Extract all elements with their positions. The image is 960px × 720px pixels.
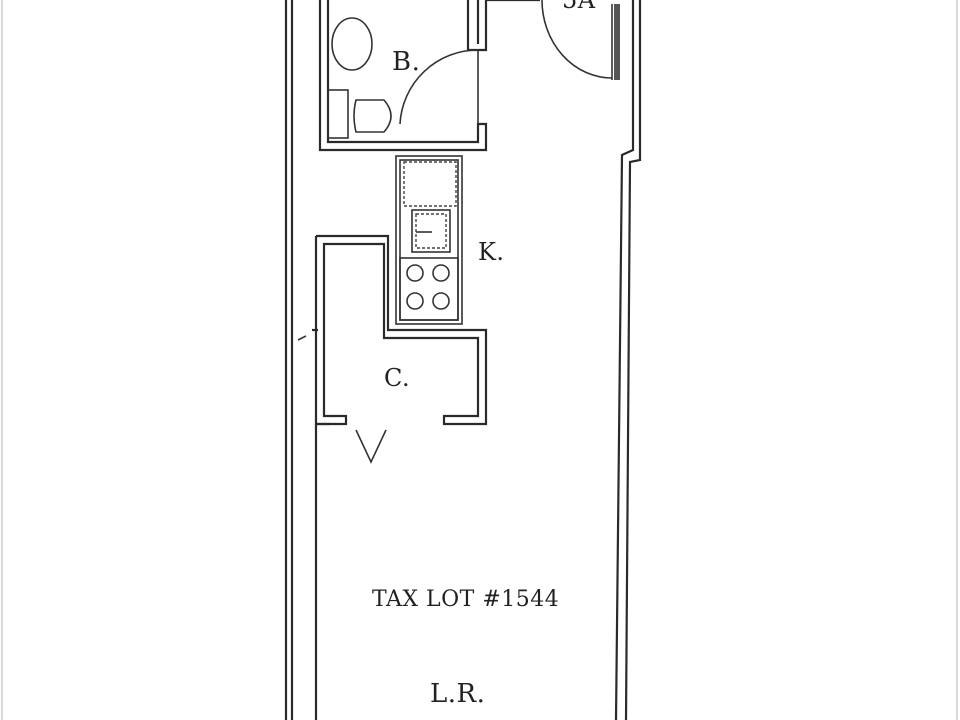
kitchen-label: K.: [478, 238, 505, 266]
wall-tick: [297, 335, 307, 341]
refrigerator: [403, 161, 457, 207]
bath-label: B.: [392, 47, 420, 77]
bathroom-walls: [318, 0, 540, 152]
entrance-door: [541, 0, 620, 80]
kitchen-sink: [411, 209, 451, 253]
toilet-bowl: [353, 99, 392, 133]
living-room-label: L.R.: [430, 679, 485, 709]
kitchen-appliances: [395, 155, 463, 325]
unit-label: 5A: [562, 0, 596, 14]
closet-walls: [312, 234, 488, 426]
bathroom-door: [399, 49, 479, 125]
stove: [399, 257, 459, 321]
outer-walls: [284, 0, 642, 720]
bathtub-basin: [331, 17, 373, 71]
closet-label: C.: [384, 364, 410, 392]
closet-door-opening: [355, 429, 387, 464]
toilet-tank: [327, 89, 349, 139]
tax-lot-label: TAX LOT #1544: [372, 587, 559, 612]
